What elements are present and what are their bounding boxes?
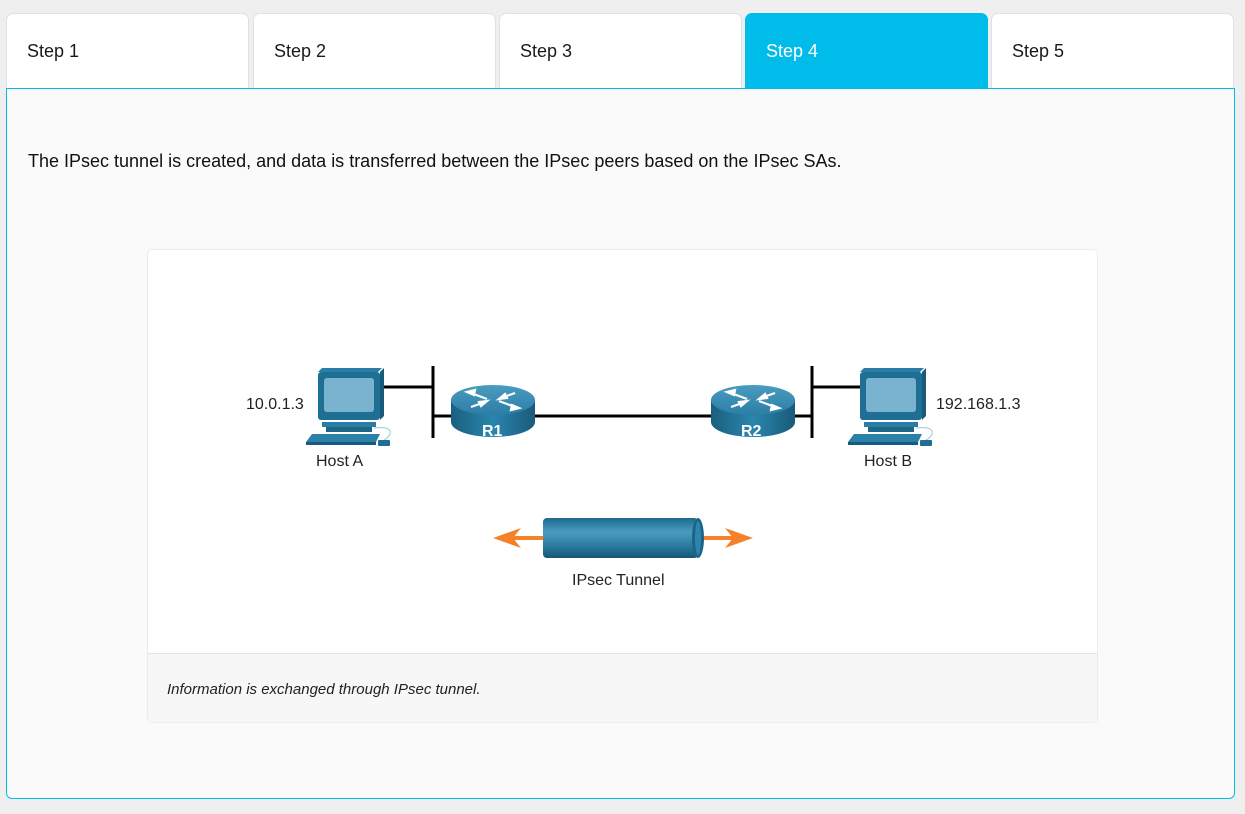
tab-label: Step 2 — [274, 41, 327, 61]
host-a-computer-icon — [306, 368, 391, 446]
router-r1-icon — [451, 385, 535, 437]
network-diagram — [306, 366, 933, 558]
host-a-name-label: Host A — [316, 453, 364, 470]
tab-label: Step 4 — [766, 41, 819, 61]
step-content-panel: The IPsec tunnel is created, and data is… — [6, 88, 1235, 799]
tunnel-label: IPsec Tunnel — [572, 572, 665, 589]
tab-label: Step 5 — [1012, 41, 1065, 61]
network-diagram-figure: 10.0.1.3 Host A R1 R2 192.168.1.3 Host B… — [147, 249, 1098, 723]
tunnel-arrow-right-icon — [698, 528, 753, 548]
caption-text: Information is exchanged through IPsec t… — [167, 681, 481, 698]
tab-label: Step 3 — [520, 41, 573, 61]
host-a-ip-label: 10.0.1.3 — [246, 396, 304, 413]
tab-step-3[interactable]: Step 3 — [499, 13, 742, 89]
tab-step-4[interactable]: Step 4 — [745, 13, 988, 89]
router-r2-label: R2 — [741, 423, 762, 440]
tunnel-arrow-left-icon — [493, 528, 548, 548]
tab-step-1[interactable]: Step 1 — [6, 13, 249, 89]
tab-label: Step 1 — [27, 41, 80, 61]
host-b-ip-label: 192.168.1.3 — [936, 396, 1021, 413]
router-r1-label: R1 — [482, 423, 503, 440]
step-tabs: Step 1 Step 2 Step 3 Step 4 Step 5 — [6, 13, 1235, 89]
step-description: The IPsec tunnel is created, and data is… — [28, 151, 842, 171]
ipsec-tunnel-icon — [543, 518, 704, 558]
router-r2-icon — [711, 385, 795, 437]
host-b-name-label: Host B — [864, 453, 913, 470]
tab-step-5[interactable]: Step 5 — [991, 13, 1234, 89]
host-b-computer-icon — [848, 368, 933, 446]
tab-step-2[interactable]: Step 2 — [253, 13, 496, 89]
figure-caption: Information is exchanged through IPsec t… — [148, 653, 1097, 722]
